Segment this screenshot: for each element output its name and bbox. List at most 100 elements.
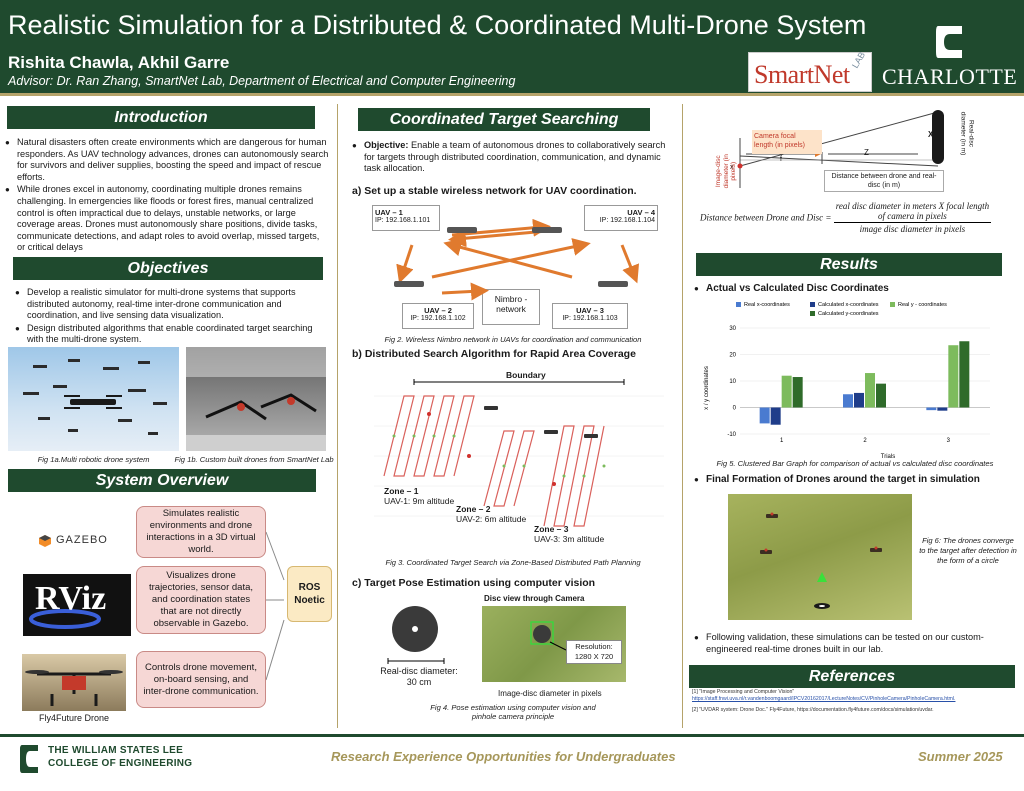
poster-advisor: Advisor: Dr. Ran Zhang, SmartNet Lab, De… [8, 74, 516, 88]
fig4-caption-line2: pinhole camera principle [471, 712, 555, 721]
reference-1-link[interactable]: https://staff.fnwi.uva.nl/r.vandenboomga… [692, 696, 956, 702]
image-disc-label: Image-disc diameter in pixels [498, 689, 602, 698]
distance-formula: Distance between Drone and Disc = real d… [700, 201, 1018, 234]
chart-bar [959, 341, 970, 408]
rviz-description: Visualizes drone trajectories, sensor da… [136, 566, 266, 634]
charlotte-wordmark: CHARLOTTE [882, 64, 1018, 89]
objective-label: Objective: [364, 140, 409, 150]
real-disc-axis-label: Real-disc diameter (in m) [960, 105, 975, 163]
reference-2: [2] "UVDAR system: Drone Doc." Fly4Futur… [692, 707, 934, 713]
distance-label-line1: Distance between drone and real- [831, 173, 937, 180]
formula-fraction: real disc diameter in meters X focal len… [833, 201, 992, 234]
subsection-c-title: c) Target Pose Estimation using computer… [352, 577, 596, 589]
uav4-ip: IP: 192.168.1.104 [599, 217, 655, 224]
simulation-formation-photo [728, 494, 912, 620]
chart-bar [865, 373, 875, 408]
smartnet-logo-text: SmartNet [754, 60, 850, 89]
poster-header: Realistic Simulation for a Distributed &… [0, 0, 1024, 96]
fig5-caption: Fig 5. Clustered Bar Graph for compariso… [716, 459, 994, 468]
formula-numerator: real disc diameter in meters X focal len… [833, 201, 992, 223]
intro-bullet: Natural disasters often create environme… [5, 137, 330, 183]
real-axis-line2: diameter (in m) [960, 111, 967, 156]
image-axis-line1: Image-disc [714, 155, 722, 188]
uav2-ip: IP: 192.168.1.102 [410, 315, 466, 322]
chart-y-axis-label: x / y coordinates [704, 366, 710, 410]
search-path-icon [374, 379, 664, 527]
y-tick-label: 30 [729, 326, 736, 332]
gazebo-text: GAZEBO [56, 534, 108, 546]
subsection-a-title: a) Set up a stable wireless network for … [352, 185, 637, 197]
network-arrows-icon [394, 218, 640, 301]
image-axis-line2: diameter (in [722, 154, 730, 189]
network-diagram: UAV – 1 IP: 192.168.1.101 UAV – 4 IP: 19… [372, 205, 662, 331]
results-sub2: Final Formation of Drones around the tar… [694, 474, 1014, 487]
rviz-text: RViz [35, 580, 107, 617]
college-name-line2: COLLEGE OF ENGINEERING [48, 758, 193, 769]
chart-bars [759, 341, 970, 425]
uav1-card: UAV – 1 IP: 192.168.1.101 [372, 205, 440, 231]
drone-formation-icon [760, 512, 882, 609]
ros-connector-lines [266, 531, 285, 681]
boundary-label: Boundary [506, 370, 546, 380]
distance-label-box: Distance between drone and real- disc (i… [824, 170, 944, 192]
chart-bar [876, 383, 886, 408]
results-validation: Following validation, these simulations … [694, 632, 1014, 656]
results-sub2-item: Final Formation of Drones around the tar… [694, 474, 1014, 486]
y-tick-label: 0 [733, 406, 737, 412]
focal-f-label: f [780, 156, 782, 163]
objective-bullet: Objective: Enable a team of autonomous d… [352, 140, 672, 175]
gazebo-logo: GAZEBO [38, 531, 118, 551]
uav3-ip: IP: 192.168.1.103 [562, 315, 618, 322]
resolution-label: Resolution: [575, 642, 613, 651]
image-disc-axis-label: Image-disc diameter (in pixels) [715, 149, 738, 193]
poster-authors: Rishita Chawla, Akhil Garre [8, 53, 230, 72]
y-tick-label: -10 [727, 432, 736, 438]
legend-label: Calculated x-coordinates [818, 302, 879, 308]
zone1-label: Zone – 1 UAV-1: 9m altitude [384, 486, 454, 506]
distance-z-label: Z [864, 148, 869, 157]
real-disc-value: 30 cm [406, 677, 432, 687]
chart-bar [770, 407, 781, 425]
legend-swatch [810, 311, 815, 316]
resolution-value: 1280 X 720 [574, 652, 614, 661]
legend-swatch [890, 302, 895, 307]
custom-drones-icon [186, 347, 326, 451]
objectives-heading: Objectives [13, 257, 323, 280]
x-tick-label: 2 [863, 438, 867, 444]
ros-noetic-box: ROS Noetic [287, 566, 332, 622]
footer-term: Summer 2025 [918, 749, 1003, 764]
y-tick-label: 20 [729, 353, 736, 359]
chart-bar [759, 407, 770, 424]
fig4-caption-line1: Fig 4. Pose estimation using computer vi… [430, 703, 596, 712]
uav2-card: UAV – 2 IP: 192.168.1.102 [402, 303, 474, 329]
uav3-name: UAV – 3 [576, 306, 604, 315]
objective-bullet: Design distributed algorithms that enabl… [15, 323, 330, 346]
pinhole-diagram: Camera focal length (in pixels) f Z X x … [715, 105, 975, 196]
real-axis-line1: Real-disc [967, 119, 975, 148]
fig1a-caption: Fig 1a.Multi robotic drone system [37, 455, 150, 464]
coordinated-objective: Objective: Enable a team of autonomous d… [352, 140, 672, 176]
formula-num-line1: real disc diameter in meters X focal len… [835, 201, 990, 211]
uav1-ip: IP: 192.168.1.101 [375, 217, 431, 224]
search-grid-figure: Boundary Zone – 1 UAV-1: 9m altitude Zon… [374, 366, 664, 552]
uav3-card: UAV – 3 IP: 192.168.1.103 [552, 303, 628, 329]
resolution-box: Resolution: 1280 X 720 [566, 640, 622, 664]
introduction-text: Natural disasters often create environme… [5, 137, 330, 255]
nimbro-label-line2: network [496, 304, 526, 314]
fig1a-photo [8, 347, 179, 451]
camera-view-icon [530, 621, 567, 651]
pinhole-lines-icon [737, 110, 944, 188]
zone2-name: Zone – 2 [456, 504, 491, 514]
chart-bar [926, 407, 937, 411]
formula-num-line2: of camera in pixels [878, 211, 947, 221]
footer-program: Research Experience Opportunities for Un… [331, 749, 676, 764]
uav4-name: UAV – 4 [627, 208, 655, 217]
nimbro-network-box: Nimbro - network [482, 289, 540, 325]
chart-bar [854, 392, 864, 408]
ros-label: ROS [298, 582, 321, 593]
gazebo-cube-icon [39, 535, 51, 547]
fig6-caption: Fig 6: The drones converge to the target… [919, 536, 1017, 565]
fig3-caption: Fig 3. Coordinated Target Search via Zon… [385, 558, 641, 567]
